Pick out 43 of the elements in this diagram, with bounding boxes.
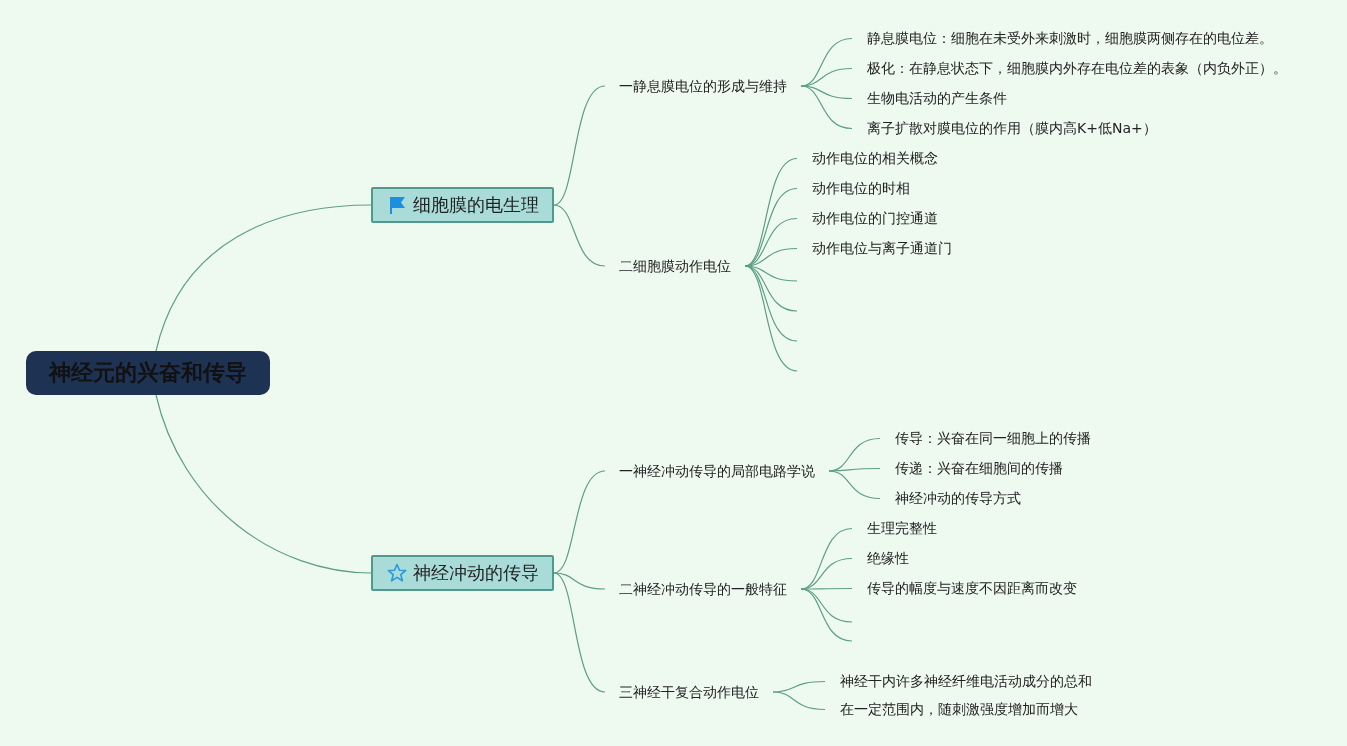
subtopic-text: 一神经冲动传导的局部电路学说 [605, 461, 829, 481]
leaf-text: 生物电活动的产生条件 [852, 91, 1007, 106]
leaf-text: 神经干内许多神经纤维电活动成分的总和 [825, 674, 1092, 689]
leaf-text: 传导的幅度与速度不因距离而改变 [852, 581, 1077, 596]
branch-line [155, 394, 372, 574]
leaf-text: 神经冲动的传导方式 [880, 491, 1021, 506]
branch-line [744, 265, 798, 372]
central-topic-box: 神经元的兴奋和传导 [26, 351, 270, 395]
branch-line [828, 470, 881, 500]
branch-line [800, 587, 853, 590]
topic-box [371, 555, 554, 591]
leaf-text: 动作电位的门控通道 [797, 211, 938, 226]
leaf-text: 极化：在静息状态下，细胞膜内外存在电位差的表象（内负外正）。 [852, 61, 1287, 76]
topic-text: 神经冲动的传导 [412, 561, 539, 585]
branch-line [553, 85, 606, 206]
leaf-text: 静息膜电位：细胞在未受外来刺激时，细胞膜两侧存在的电位差。 [852, 31, 1273, 46]
branch-line [553, 204, 606, 267]
leaf-text: 动作电位与离子通道门 [797, 241, 952, 256]
branch-line [553, 470, 606, 574]
branch-line [553, 572, 606, 590]
leaf-text: 动作电位的时相 [797, 181, 910, 196]
branch-line [828, 467, 881, 472]
branch-line [800, 588, 853, 623]
subtopic-text: 二神经冲动传导的一般特征 [605, 579, 801, 599]
leaf-text: 生理完整性 [852, 521, 937, 536]
leaf-text: 传导：兴奋在同一细胞上的传播 [880, 431, 1091, 446]
leaf-text: 离子扩散对膜电位的作用（膜内高K+低Na+） [852, 121, 1157, 136]
leaf-text: 动作电位的相关概念 [797, 151, 938, 166]
branch-line [800, 588, 853, 642]
branch-line [800, 85, 853, 100]
branch-line [553, 572, 606, 693]
branch-line [800, 85, 853, 130]
topic-text: 细胞膜的电生理 [412, 193, 539, 217]
subtopic-text: 二细胞膜动作电位 [605, 256, 745, 276]
subtopic-text: 一静息膜电位的形成与维持 [605, 76, 801, 96]
leaf-text: 传递：兴奋在细胞间的传播 [880, 461, 1063, 476]
branch-line [772, 691, 826, 711]
topic-box [371, 187, 554, 223]
branch-line [772, 680, 826, 693]
branch-line [155, 204, 372, 352]
subtopic-text: 三神经干复合动作电位 [605, 682, 773, 702]
leaf-text: 绝缘性 [852, 551, 909, 566]
leaf-text: 在一定范围内，随刺激强度增加而增大 [825, 702, 1078, 717]
